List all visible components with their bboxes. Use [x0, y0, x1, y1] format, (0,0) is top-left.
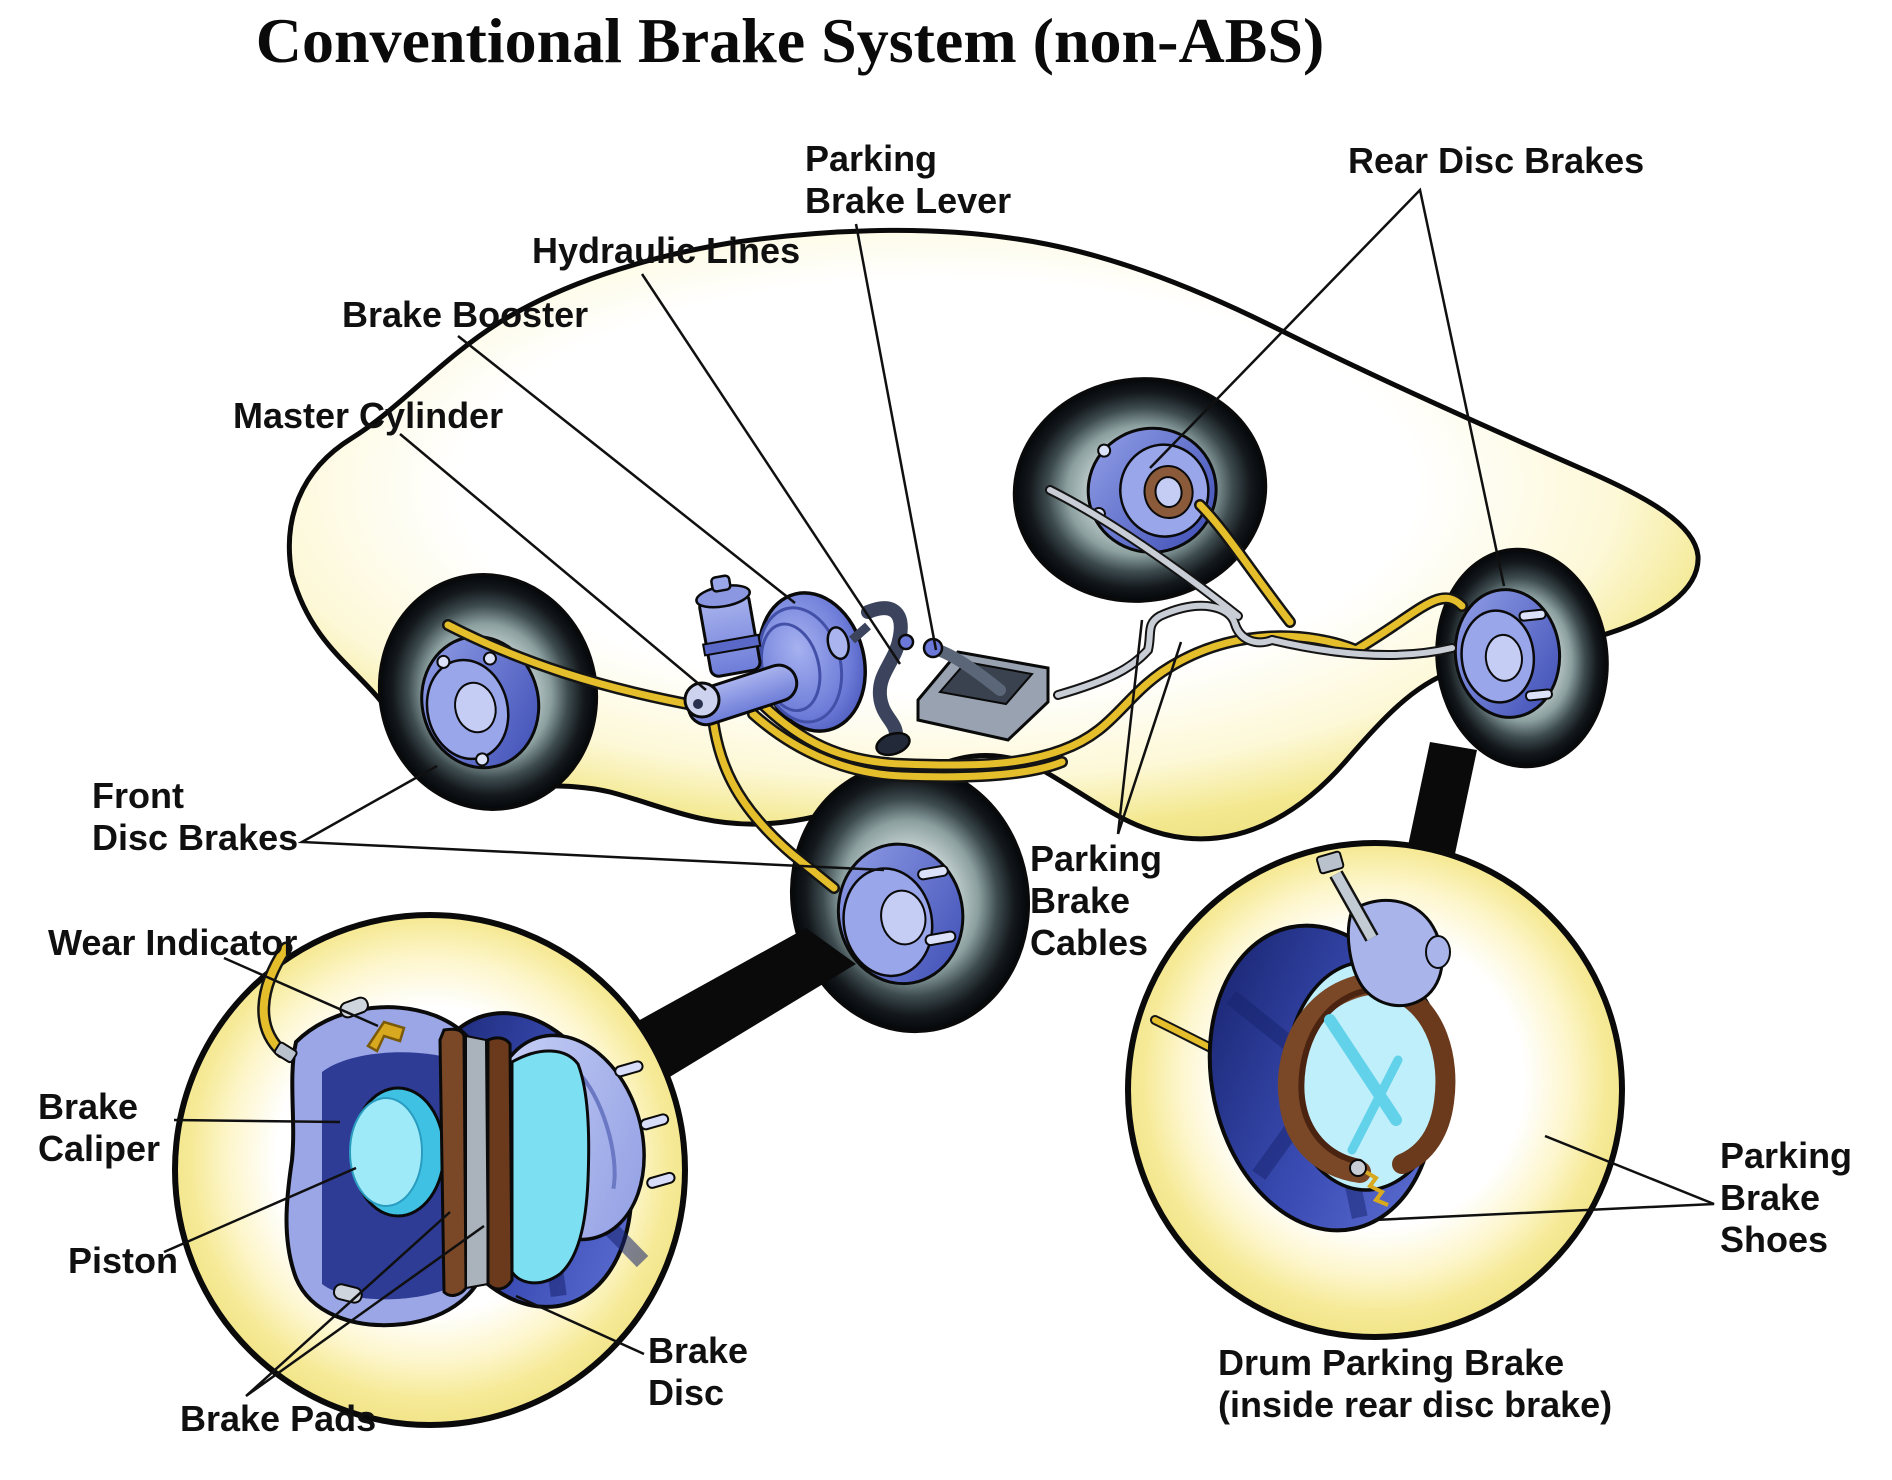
- leader-lines: [163, 187, 1715, 1398]
- leader-hydraulic-lines: [640, 273, 902, 665]
- label-front-disc-brakes: Front Disc Brakes: [92, 775, 299, 858]
- leader-front-disc-brakes: [297, 764, 885, 872]
- brake-hose: [257, 941, 298, 1064]
- label-drum-parking-brake: Drum Parking Brake (inside rear disc bra…: [1218, 1342, 1613, 1425]
- leader-brake-disc: [515, 1294, 645, 1356]
- label-wear-indicator: Wear Indicator: [48, 922, 298, 963]
- leader-parking-brake-shoes: [1373, 1134, 1715, 1222]
- leader-master-cylinder: [399, 433, 707, 691]
- label-brake-caliper: Brake Caliper: [38, 1086, 161, 1169]
- leader-brake-caliper: [173, 1118, 341, 1124]
- label-master-cylinder: Master Cylinder: [233, 395, 504, 436]
- label-parking-brake-cables: Parking Brake Cables: [1030, 838, 1163, 963]
- parking-brake-cables-illustration: [1045, 485, 1457, 700]
- leader-piston: [163, 1166, 357, 1254]
- brake-pads-illustration: [438, 1027, 591, 1297]
- wear-indicator-clip: [366, 1020, 406, 1053]
- label-brake-disc: Brake Disc: [648, 1330, 749, 1413]
- label-brake-pads: Brake Pads: [180, 1398, 377, 1439]
- parking-brake-lever-illustration: [897, 633, 1050, 742]
- label-rear-disc-brakes: Rear Disc Brakes: [1348, 140, 1645, 181]
- connector-wedge-rear: [1405, 742, 1477, 868]
- label-brake-booster: Brake Booster: [342, 294, 589, 335]
- label-hydraulic-lines: Hydraulic Lines: [532, 230, 801, 271]
- diagram-title: Conventional Brake System (non-ABS): [255, 5, 1325, 76]
- parking-brake-shoes-illustration: [1277, 973, 1456, 1183]
- leader-parking-brake-lever: [854, 223, 938, 651]
- leader-brake-booster: [457, 335, 796, 604]
- wheel-rear-left: [1012, 377, 1268, 603]
- label-piston: Piston: [68, 1240, 179, 1281]
- leader-brake-pads: [245, 1211, 485, 1398]
- hydraulic-lines-illustration: [442, 499, 1468, 894]
- master-cylinder-illustration: [683, 574, 799, 727]
- connector-wedge-front: [618, 928, 856, 1078]
- label-parking-brake-shoes: Parking Brake Shoes: [1720, 1135, 1853, 1260]
- label-parking-brake-lever: Parking Brake Lever: [805, 138, 1012, 221]
- wheel-rear-right: [1435, 547, 1609, 769]
- piston-illustration: [349, 1086, 446, 1218]
- drum-lever-arm: [1315, 850, 1451, 1008]
- detail-circle-drum-brake: [1125, 840, 1625, 1340]
- brake-pedal-illustration: [849, 601, 911, 757]
- leader-parking-brake-cables: [1116, 619, 1183, 835]
- drum-hardware: [1324, 1014, 1403, 1207]
- wheel-front-left: [377, 573, 599, 811]
- leader-rear-disc-brakes: [1149, 187, 1506, 587]
- leader-wear-indicator: [223, 956, 379, 1028]
